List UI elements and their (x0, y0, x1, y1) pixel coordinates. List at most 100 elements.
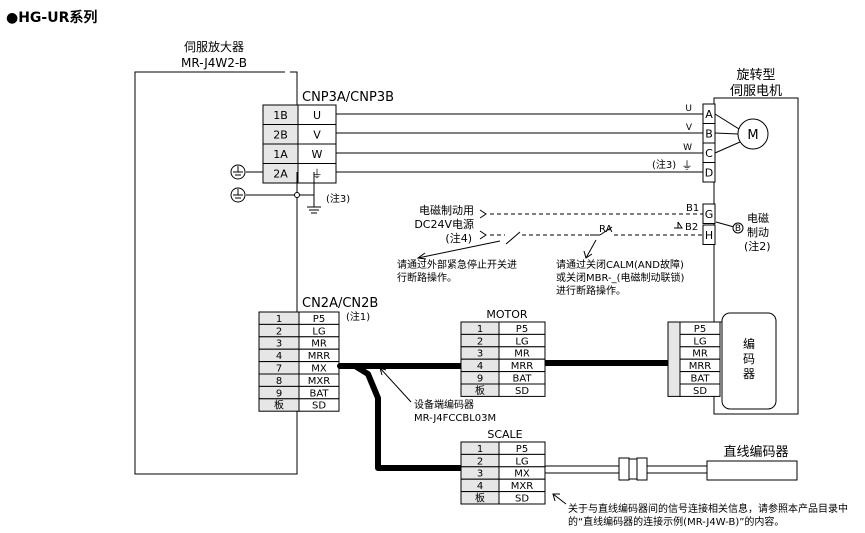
encoder-pin-signal: LG (693, 336, 706, 347)
motor-conn-pin-number: 2 (477, 336, 483, 347)
cn2-note: (注1) (346, 310, 370, 323)
brake-note-right-3: 进行断路操作。 (556, 284, 626, 297)
scale-conn-pin-signal: LG (515, 456, 528, 467)
motor-conn-pin-number: 9 (477, 374, 483, 385)
cnp3-pin-number: 2A (273, 168, 288, 181)
cn2-pin-number: 8 (276, 376, 282, 387)
cable-label-line1: 设备端编码器 (414, 398, 474, 411)
brake-supply-line1: 电磁制动用 (419, 204, 474, 217)
encoder-plug (667, 321, 681, 397)
amp-name: 伺服放大器 (184, 39, 244, 54)
encoder-box (721, 312, 777, 410)
cnp3-pin-number: 2B (273, 129, 288, 142)
motor-terminal-label: A (705, 108, 713, 121)
motor-conn-pin-number: 1 (477, 324, 483, 335)
cnp3-signal-cell (297, 163, 337, 184)
cable-label-line2: MR-J4FCCBL03M (414, 413, 496, 424)
motor-terminal-label: D (705, 167, 713, 180)
amp-model: MR-J4W2-B (181, 56, 247, 70)
motor-ground-note: (注3) (652, 158, 676, 171)
scale-conn-signal-cell (498, 491, 546, 505)
ra-label: RA (599, 224, 613, 235)
motor-conn-signal-cell (498, 383, 546, 397)
cnp3-pin-signal: W (312, 148, 323, 161)
footer-line2: 的“直线编码器的连接示例(MR-J4W-B)”的内容。 (568, 515, 784, 528)
cn2-pin-signal: MXR (308, 376, 330, 387)
linear-encoder-box (706, 460, 798, 481)
wire-v-label: V (686, 123, 693, 133)
brake-wire (715, 221, 735, 228)
motor-terminal-label: C (705, 147, 713, 160)
encoder-pin-signal: P5 (694, 324, 706, 335)
cnp3-pin-signal: V (313, 129, 321, 142)
brake-supply-line2: DC24V电源 (414, 217, 474, 231)
cnp3-pin-number: 1A (273, 148, 288, 161)
wire-u-label: U (685, 104, 692, 114)
motor-title-line2: 伺服电机 (730, 84, 782, 99)
motor-conn-pin-signal: LG (515, 336, 528, 347)
cn2-pin-signal: MX (311, 364, 327, 375)
encoder-pin-signal: SD (693, 386, 707, 397)
motor-conn-label: MOTOR (486, 308, 528, 321)
motor-terminal-label: B (705, 128, 713, 141)
brake-note: (注2) (744, 239, 771, 253)
scale-conn-pin-signal: P5 (516, 444, 528, 455)
cn2-pin-number: 4 (276, 351, 282, 362)
scale-conn-pin-number: 1 (477, 444, 483, 455)
cn2-signal-cell (298, 398, 340, 412)
encoder-label-3: 器 (743, 367, 755, 381)
cn2-pin-signal: LG (312, 326, 325, 337)
amp-ground-wiring (246, 171, 321, 214)
cn2-label: CN2A/CN2B (302, 296, 378, 311)
motor-m-label: M (747, 128, 758, 143)
cn2-pin-number: 7 (276, 364, 282, 375)
encoder-cable (337, 360, 671, 471)
amp-box (134, 71, 298, 475)
scale-conn-pin-number: 2 (477, 456, 483, 467)
brake-note-right-1: 请通过关闭CALM(AND故障) (556, 258, 684, 271)
motor-terminal (702, 224, 716, 245)
cn2-pin-signal: BAT (309, 388, 329, 399)
motor-ground-icon: ⏚ (682, 159, 693, 172)
scale-conn-label: SCALE (487, 428, 522, 441)
encoder-pin-signal: MR (692, 349, 708, 360)
wire-w-label: W (683, 143, 692, 153)
brake-note-left-1: 请通过外部紧急停止开关进 (397, 258, 517, 271)
motor-conn-pin-signal: MR (514, 349, 530, 360)
cnp3-pin-number: 1B (273, 109, 288, 122)
brake-b2-label: B2 (685, 222, 698, 233)
encoder-label-1: 编 (743, 336, 755, 351)
scale-conn-pin-number: 板 (475, 492, 485, 505)
motor-internal-wires (714, 113, 741, 154)
scale-conn-pin-signal: MXR (511, 481, 533, 492)
brake-line1: 电磁 (747, 212, 769, 225)
linear-encoder-wiring (545, 457, 707, 481)
cn2-pin-number: 1 (276, 314, 282, 325)
cn2-pin-signal: MRR (308, 351, 331, 362)
power-wires (336, 113, 703, 173)
motor-conn-pin-signal: MRR (511, 361, 534, 372)
motor-terminal-label: G (705, 208, 714, 221)
ground-icon (230, 187, 246, 203)
motor-conn-pin-signal: SD (515, 386, 529, 397)
cn2-pin-signal: MR (311, 339, 327, 350)
motor-conn-pin-signal: BAT (512, 374, 532, 385)
encoder-pin-signal: BAT (690, 374, 710, 385)
motor-box (713, 97, 799, 415)
amp-ground-note: (注3) (326, 192, 350, 205)
cnp3-pin-signal: U (313, 109, 321, 122)
cn2-pin-number: 2 (276, 326, 282, 337)
page-title: ●HG-UR系列 (6, 9, 97, 26)
footer-line1: 关于与直线编码器间的信号连接相关信息，请参照本产品目录中 (568, 502, 848, 515)
motor-terminal-label: H (705, 229, 713, 242)
scale-conn-pin-signal: SD (515, 494, 529, 505)
scale-conn-pin-signal: MX (514, 469, 530, 480)
brake-symbol: B (735, 224, 741, 234)
motor-conn-pin-number: 3 (477, 349, 483, 360)
cn2-pin-number: 9 (276, 388, 282, 399)
